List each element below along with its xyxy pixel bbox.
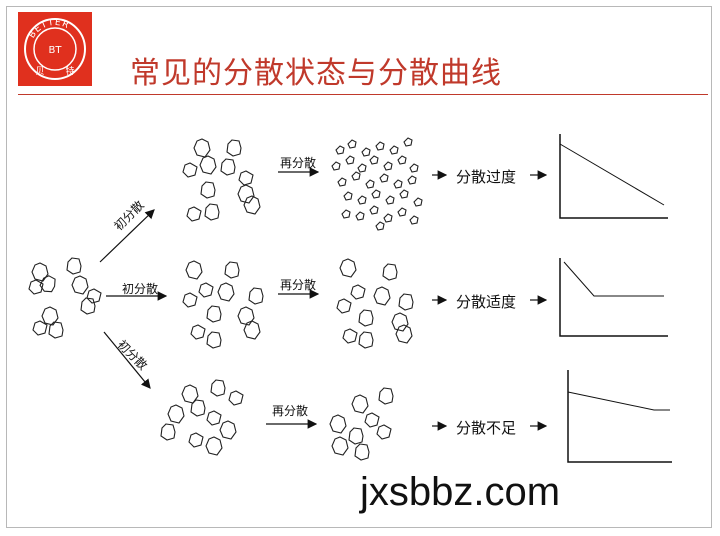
label-initial-mid: 初分散: [122, 282, 159, 296]
cluster-row2-proper: [336, 258, 414, 349]
cluster-row2-initial: [182, 260, 264, 349]
cluster-row1-fine: [331, 137, 423, 231]
watermark: jxsbbz.com: [360, 470, 561, 514]
curve1-line: [559, 143, 665, 206]
label-re-top: 再分散: [280, 156, 317, 170]
slide-title: 常见的分散状态与分散曲线: [130, 56, 502, 91]
curve2-line: [563, 261, 664, 297]
curve3-line: [567, 391, 670, 411]
arrow-initial-down: [103, 331, 151, 389]
initial-agglomerate: [28, 257, 102, 339]
slide-frame: [6, 6, 712, 528]
label-re-mid: 再分散: [280, 278, 317, 292]
curve3-axes: [567, 370, 672, 463]
state-over: 分散过度: [456, 168, 517, 186]
svg-text:贝: 贝: [35, 66, 44, 77]
cluster-row3-initial: [160, 379, 244, 456]
cluster-row1-initial: [182, 138, 261, 222]
cluster-row3-insufficient: [329, 387, 394, 461]
state-insufficient: 分散不足: [456, 419, 517, 437]
svg-text:BT: BT: [49, 45, 63, 56]
state-proper: 分散适度: [456, 293, 517, 311]
label-re-bottom: 再分散: [272, 404, 309, 418]
svg-text:特: 特: [65, 65, 74, 77]
title-divider: [18, 94, 708, 95]
curve1-axes: [559, 134, 668, 219]
better-logo: BETTER BT 贝 特: [18, 12, 92, 86]
curve2-axes: [559, 258, 668, 337]
arrow-initial-up: [99, 209, 155, 263]
